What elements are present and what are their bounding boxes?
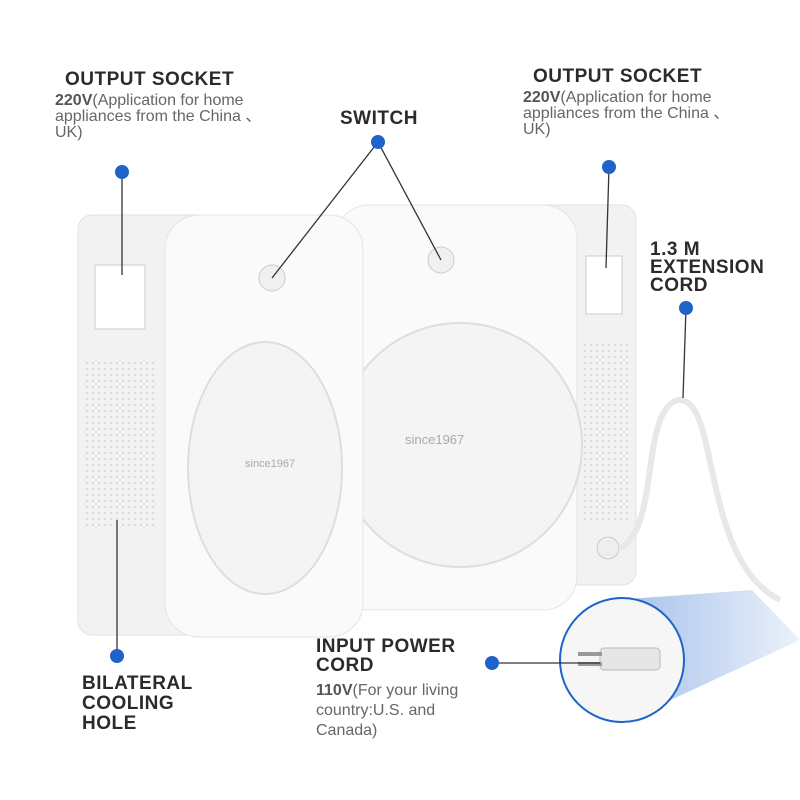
marker-dot (371, 135, 385, 149)
voltage: 220V (523, 89, 561, 106)
label-title: OUTPUT SOCKET (533, 66, 703, 87)
label-description: (Application for home appliances from th… (55, 92, 262, 141)
marker-dot (602, 160, 616, 174)
marker-dot (679, 301, 693, 315)
output-socket-left-label: OUTPUT SOCKET 220V(Application for home … (55, 70, 285, 141)
marker-dot (485, 656, 499, 670)
voltage: 110V (316, 682, 353, 699)
label-title: OUTPUT SOCKET (65, 69, 235, 90)
right-converter (334, 204, 637, 611)
label-description: (Application for home appliances from th… (523, 89, 730, 138)
marker-dot (115, 165, 129, 179)
output-socket-right-label: OUTPUT SOCKET 220V(Application for home … (523, 67, 753, 138)
brand-logo: since1967 (405, 432, 465, 447)
label-description: (For your living country:U.S. and Canada… (316, 682, 459, 739)
plug-icon (599, 647, 661, 671)
cooling-hole-label: BILATERAL COOLING HOLE (82, 673, 193, 734)
input-power-cord-label: INPUT POWER CORD 110V(For your living co… (316, 637, 516, 741)
switch-label: SWITCH (340, 108, 418, 129)
extension-cord-label: 1.3 M EXTENSION CORD (650, 239, 765, 296)
marker-dot (110, 649, 124, 663)
label-title: INPUT POWER CORD (316, 636, 456, 676)
brand-logo: since1967 (245, 458, 296, 470)
left-converter (77, 214, 364, 638)
voltage: 220V (55, 92, 93, 109)
